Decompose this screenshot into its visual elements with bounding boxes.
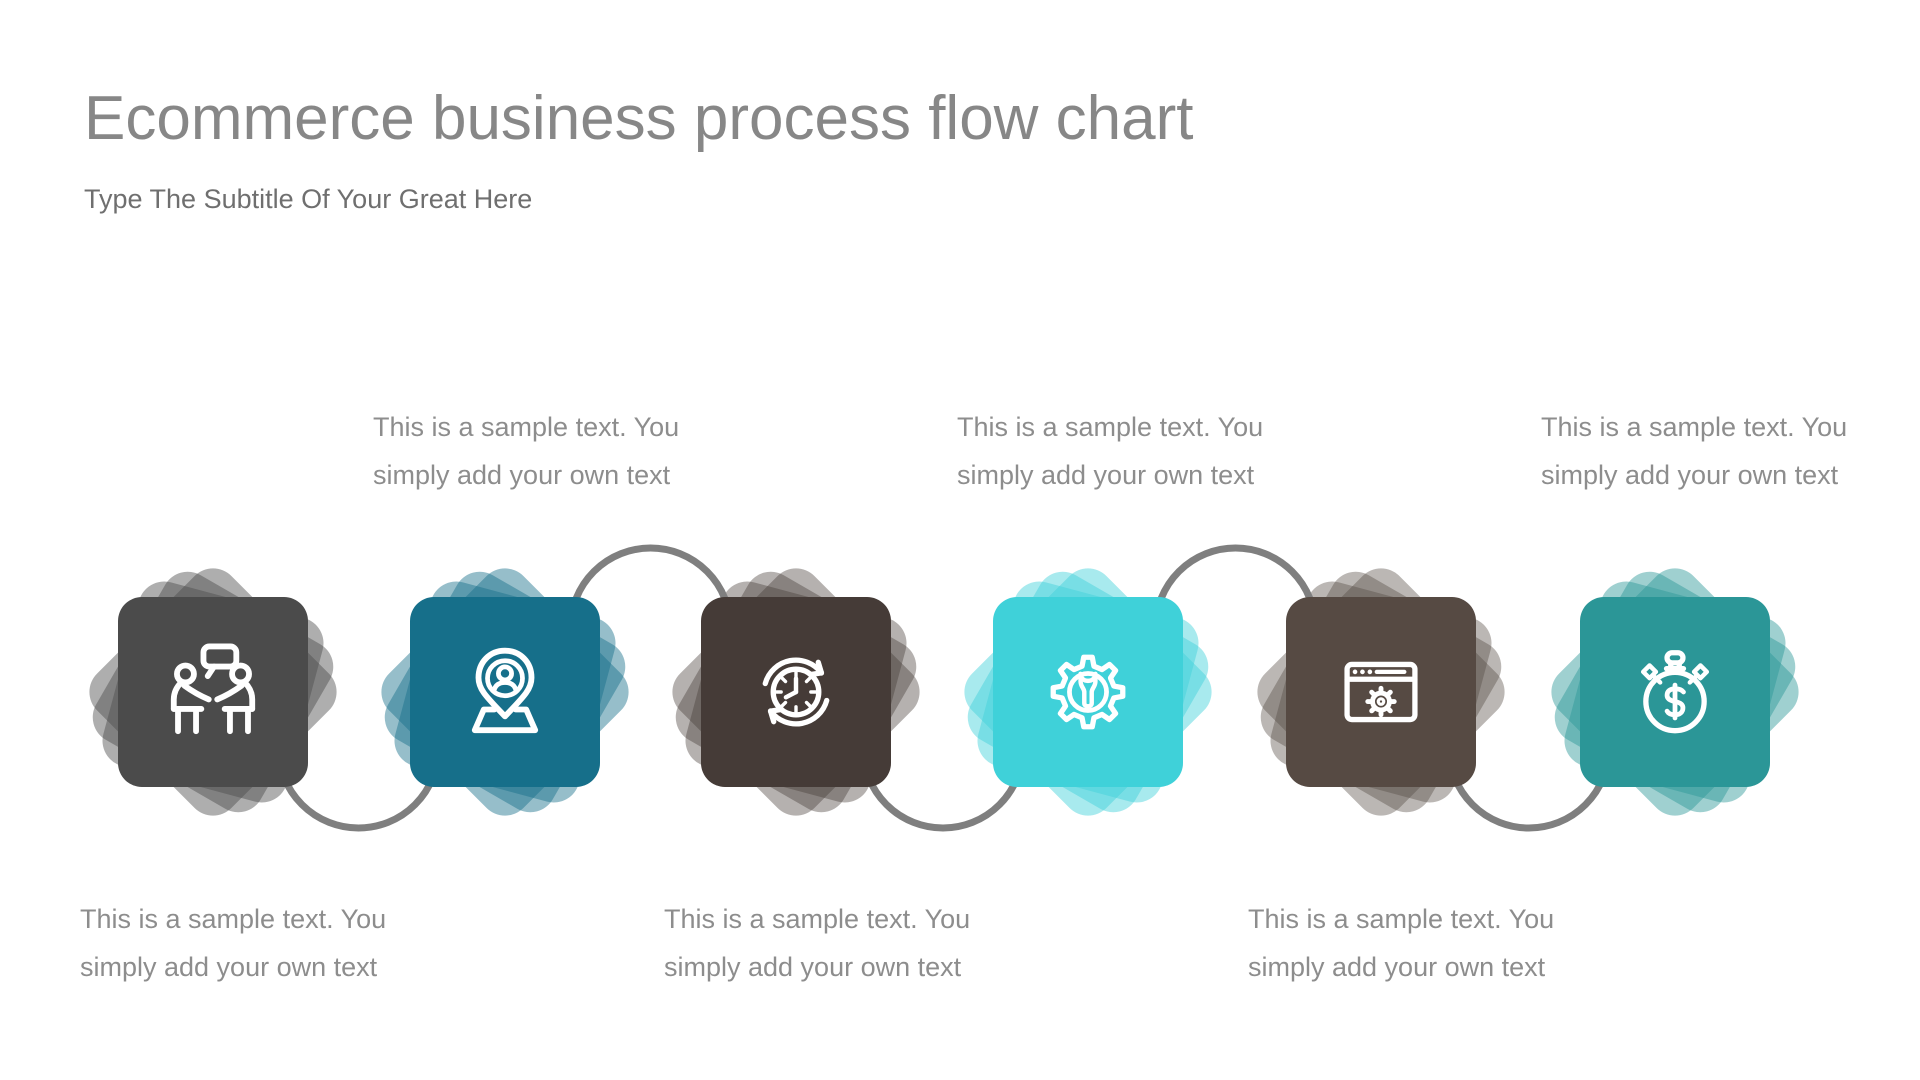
gear-wrench-icon bbox=[1050, 654, 1126, 730]
money-stopwatch-icon bbox=[1640, 650, 1710, 734]
step-tile-time bbox=[701, 597, 891, 787]
consultation-icon bbox=[170, 643, 256, 735]
browser-settings-icon bbox=[1344, 661, 1418, 723]
connector-arc-4 bbox=[1152, 544, 1319, 632]
connector-arc-2 bbox=[567, 544, 734, 632]
step-caption-5: This is a sample text. You simply add yo… bbox=[1248, 904, 1555, 982]
step-caption-4: This is a sample text. You simply add yo… bbox=[957, 412, 1264, 490]
location-user-icon bbox=[471, 647, 539, 734]
step-caption-2: This is a sample text. You simply add yo… bbox=[373, 412, 680, 490]
step-caption-6: This is a sample text. You simply add yo… bbox=[1541, 412, 1848, 490]
step-caption-1: This is a sample text. You simply add yo… bbox=[80, 904, 387, 982]
step-tile-consultation bbox=[118, 597, 308, 787]
page-title: Ecommerce business process flow chart bbox=[84, 84, 1194, 153]
time-refresh-icon bbox=[762, 657, 830, 727]
step-caption-3: This is a sample text. You simply add yo… bbox=[664, 904, 971, 982]
step-tile-website bbox=[1286, 597, 1476, 787]
step-tile-revenue bbox=[1580, 597, 1770, 787]
page-subtitle: Type The Subtitle Of Your Great Here bbox=[84, 184, 533, 214]
step-tile-service bbox=[993, 597, 1183, 787]
step-tile-location bbox=[410, 597, 600, 787]
